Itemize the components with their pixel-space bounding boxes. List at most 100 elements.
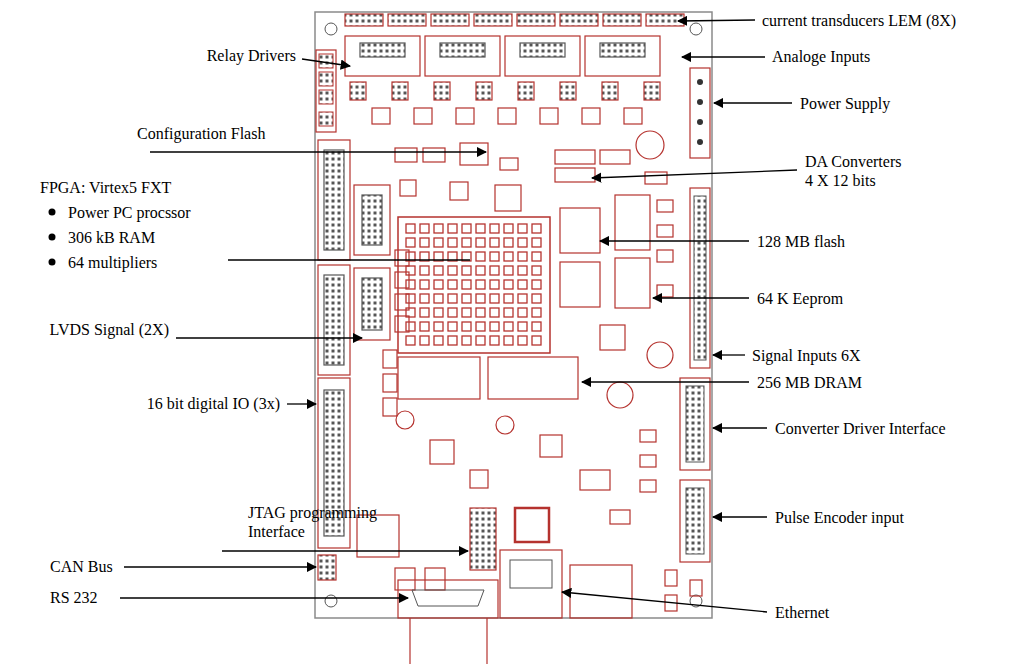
chip (430, 440, 454, 464)
chip (560, 262, 600, 307)
header-pins (694, 196, 706, 360)
terminal (697, 99, 703, 105)
bullet-text: 64 multipliers (68, 253, 157, 272)
rs232-connector (398, 580, 498, 618)
header-pins (362, 278, 382, 330)
callout-label: Converter Driver Interface (775, 419, 946, 438)
mounting-hole (325, 23, 337, 35)
ethernet-phy (515, 508, 549, 542)
connector (646, 14, 684, 26)
callout-label: Relay Drivers (207, 46, 296, 65)
chip (610, 510, 630, 524)
lvds-header (354, 268, 390, 340)
leader-line (653, 297, 749, 298)
callout-label: 128 MB flash (757, 232, 845, 251)
callout-label: Power Supply (800, 94, 890, 113)
chip (400, 180, 416, 196)
lem-connectors (345, 14, 684, 26)
callout-label: Configuration Flash (137, 124, 265, 143)
chip (600, 150, 630, 164)
chip (498, 108, 516, 124)
connector (345, 14, 383, 26)
bullet (49, 234, 56, 241)
chip (657, 200, 673, 212)
inductor (496, 416, 514, 434)
io-header (318, 378, 350, 548)
chip (540, 435, 562, 457)
terminal (697, 139, 703, 145)
header-pins (600, 43, 645, 57)
bullet (49, 209, 56, 216)
lvds-header (354, 185, 390, 255)
bullet-text: 306 kB RAM (68, 228, 155, 247)
chip (645, 172, 667, 184)
chip (615, 195, 650, 250)
power-connector (690, 68, 710, 158)
small-header (434, 82, 450, 100)
relay-connector (319, 90, 333, 104)
chip (383, 398, 397, 416)
header-outline (345, 36, 420, 76)
connector (560, 14, 598, 26)
chip (423, 148, 445, 162)
chip (500, 158, 518, 170)
mounting-hole (325, 595, 337, 607)
header-pins (360, 43, 405, 57)
leader-line (150, 151, 486, 152)
connector (517, 14, 555, 26)
chip (640, 430, 656, 442)
encoder-header (680, 480, 710, 562)
relay-connectors (319, 54, 333, 126)
header-outline (425, 36, 500, 76)
leader-line (228, 259, 470, 260)
terminal (697, 79, 703, 85)
leader-line (678, 20, 755, 21)
connector-edge (486, 618, 487, 664)
inductor (396, 411, 414, 429)
callout-label: Analoge Inputs (772, 47, 870, 66)
small-connector (665, 570, 677, 586)
db9-shell (412, 590, 484, 606)
header-pins (520, 43, 565, 57)
chip (383, 374, 397, 392)
io-header (318, 265, 350, 375)
dac-chips (555, 150, 667, 184)
small-header (644, 82, 660, 100)
capacitor (636, 131, 664, 159)
leader-line (682, 56, 765, 57)
connector (388, 14, 426, 26)
leader-line (582, 381, 749, 382)
misc-parts (357, 411, 702, 611)
header-pins (686, 386, 704, 462)
fpga-bga (404, 222, 544, 348)
dac-chip (555, 168, 595, 182)
io-header (318, 140, 350, 260)
can-connector (318, 555, 336, 580)
callout-label: 256 MB DRAM (757, 373, 862, 392)
leader-line (124, 566, 316, 567)
connector (431, 14, 469, 26)
leader-line (713, 427, 767, 428)
header-pins (324, 275, 344, 365)
chip (640, 480, 656, 492)
leader-line (222, 550, 468, 551)
callout-label: current transducers LEM (8X) (762, 11, 956, 30)
header-outline (585, 36, 660, 76)
leader-line (713, 516, 767, 517)
chip (657, 250, 673, 262)
leader-line (562, 592, 767, 612)
callout-label: DA Converters 4 X 12 bits (805, 152, 909, 190)
small-header (518, 82, 534, 100)
small-header (560, 82, 576, 100)
dram-chip (488, 357, 578, 399)
callout-label: Signal Inputs 6X (752, 346, 860, 365)
jack-opening (510, 560, 552, 588)
leader-line (287, 403, 316, 404)
chip (657, 225, 673, 237)
header-pins (324, 150, 344, 250)
eeprom-chip (615, 258, 650, 308)
leader-line (120, 597, 408, 598)
callout-label: LVDS Signal (2X) (50, 320, 169, 339)
dram-chip (398, 357, 480, 399)
